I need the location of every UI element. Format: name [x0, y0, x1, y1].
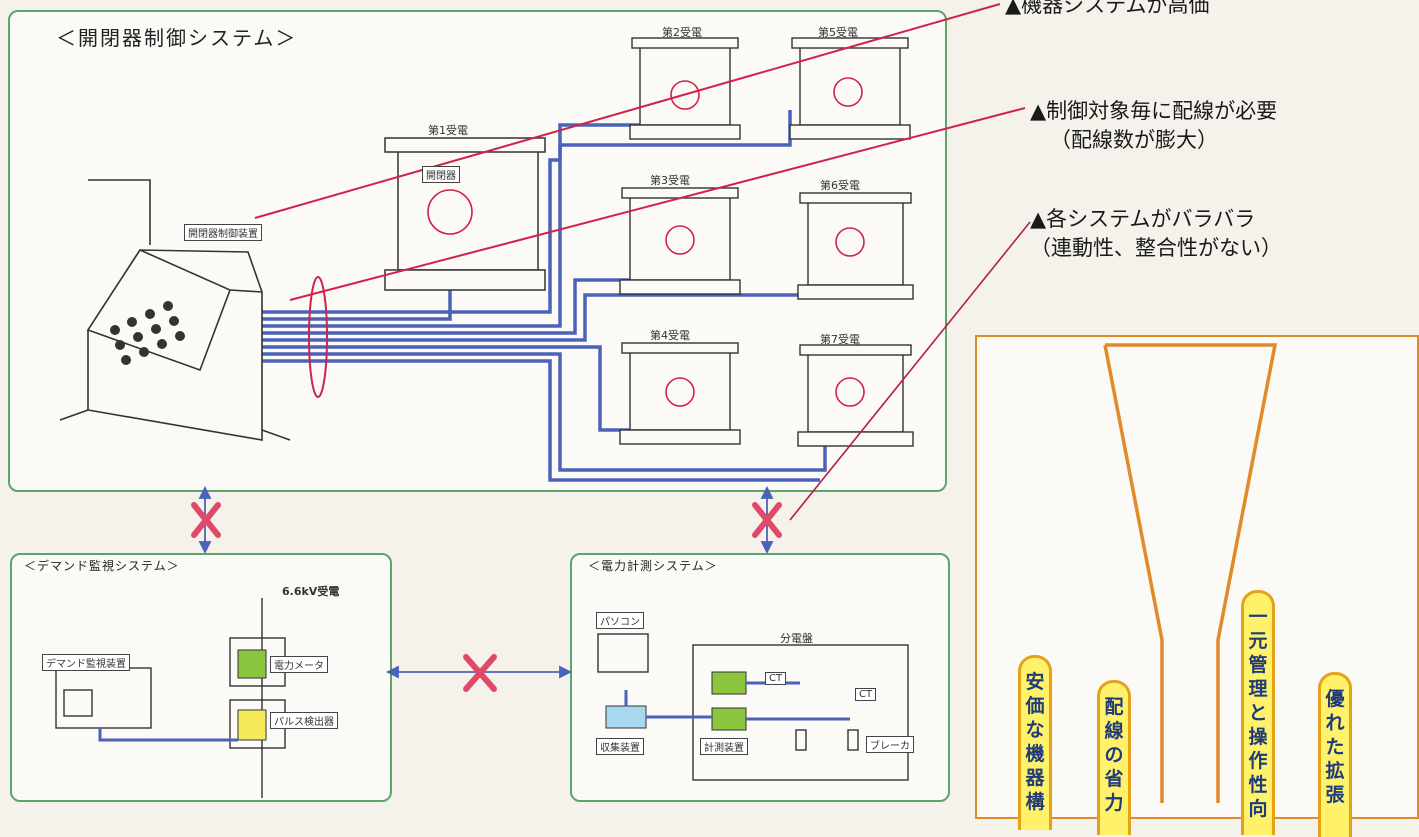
- funnel-shape: [1103, 343, 1278, 803]
- capsule-text: 配線の省力: [1104, 696, 1124, 814]
- switchgear-panel-title: ＜開閉器制御システム＞: [56, 26, 298, 50]
- substation-5-label: 第5受電: [818, 26, 858, 39]
- demand-wire: [98, 728, 238, 742]
- cabinet-2: [629, 37, 741, 140]
- breaker-label: ブレーカ: [866, 736, 914, 753]
- ct-label-1: CT: [765, 672, 787, 685]
- note-separate: ▲各システムがバラバラ: [1030, 207, 1256, 231]
- note-wiring-sub: （配線数が膨大）: [1050, 128, 1218, 152]
- benefit-wiring-saving: 配線の省力: [1097, 680, 1131, 835]
- substation-2-label: 第2受電: [662, 26, 702, 39]
- switch-tag-1: 開閉器: [422, 166, 460, 183]
- capsule-text: 安価な機器構: [1025, 671, 1045, 813]
- demand-device-label: デマンド監視装置: [42, 654, 130, 671]
- power-panel-title: ＜電力計測システム＞: [588, 559, 718, 573]
- meter-block: [237, 649, 267, 679]
- board-label: 分電盤: [780, 632, 813, 645]
- capsule-text: 優れた拡張: [1325, 688, 1345, 806]
- controller-label: 開閉器制御装置: [184, 224, 262, 241]
- cabinet-1: [384, 137, 546, 291]
- note-wiring: ▲制御対象毎に配線が必要: [1030, 99, 1278, 123]
- console-buttons: [110, 301, 185, 365]
- wiring-highlight: [308, 276, 328, 398]
- demand-drawings: [55, 598, 286, 798]
- demand-panel-title: ＜デマンド監視システム＞: [24, 559, 180, 573]
- benefit-cheap-equipment: 安価な機器構: [1018, 655, 1052, 830]
- substation-3-label: 第3受電: [650, 174, 690, 187]
- cabinet-5: [789, 37, 911, 140]
- collector-block: [605, 705, 647, 729]
- pulse-block: [237, 709, 267, 741]
- substation-voltage-label: 6.6kV受電: [282, 585, 340, 598]
- callout-lines: [254, 3, 1026, 301]
- measure-block-1: [711, 671, 747, 695]
- cross-marks: [191, 502, 782, 692]
- substation-1-label: 第1受電: [428, 124, 468, 137]
- ct-label-2: CT: [855, 688, 877, 701]
- cabinet-6: [797, 192, 914, 300]
- pulse-label: パルス検出器: [270, 712, 338, 729]
- diagram-canvas: ＜開閉器制御システム＞ ＜デマンド監視システム＞ ＜電力計測システム＞: [8, 0, 1419, 837]
- cabinet-4: [619, 342, 741, 445]
- substation-4-label: 第4受電: [650, 329, 690, 342]
- cabinet-3: [619, 187, 741, 295]
- substation-7-label: 第7受電: [820, 333, 860, 346]
- pc-label: パソコン: [596, 612, 644, 629]
- switch-icons: [427, 77, 865, 407]
- benefit-extensibility: 優れた拡張: [1318, 672, 1352, 837]
- substation-6-label: 第6受電: [820, 179, 860, 192]
- note-separate-sub: （連動性、整合性がない）: [1030, 236, 1282, 260]
- note-expensive: ▲機器システムが高価: [1005, 0, 1210, 17]
- control-console: [59, 179, 291, 441]
- callout-line-3: [789, 221, 1031, 521]
- meter-label: 電力メータ: [270, 656, 328, 673]
- cabinet-7: [797, 344, 914, 447]
- measure-label: 計測装置: [700, 738, 748, 755]
- wiring-bundle: [262, 110, 852, 482]
- benefit-unified-management: 一元管理と操作性向: [1241, 590, 1275, 835]
- collector-label: 収集装置: [596, 738, 644, 755]
- capsule-text: 一元管理と操作性向: [1248, 606, 1268, 820]
- measure-block-2: [711, 707, 747, 731]
